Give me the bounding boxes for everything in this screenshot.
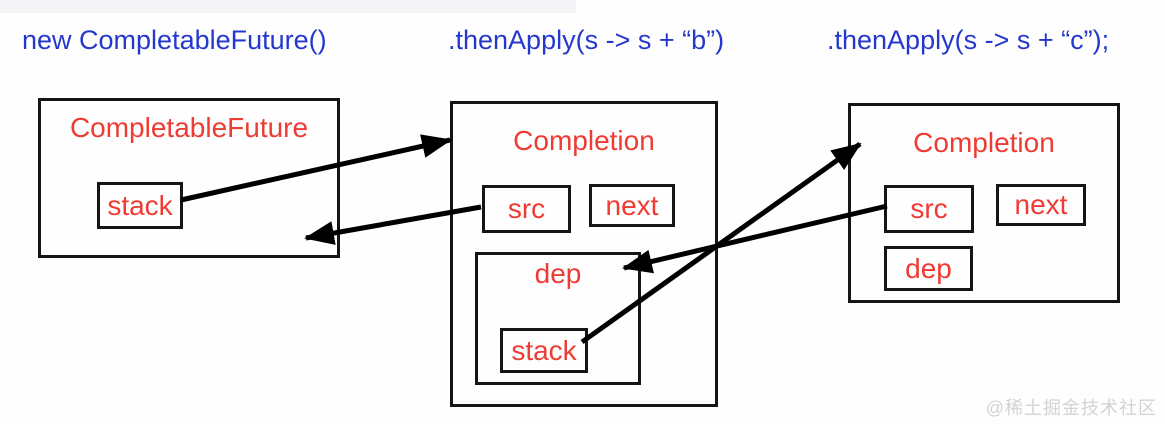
completion1-dep-box: dep stack	[475, 252, 641, 385]
completion1-title: Completion	[513, 125, 655, 156]
completion1-dep-stack-field: stack	[500, 328, 588, 373]
completion2-dep-field: dep	[884, 246, 973, 291]
completion2-box: Completion src next dep	[848, 103, 1120, 303]
code-label-new-completablefuture: new CompletableFuture()	[22, 25, 327, 55]
completablefuture-stack-field: stack	[97, 182, 183, 229]
code-label-thenapply-c: .thenApply(s -> s + “c”);	[827, 25, 1110, 55]
top-light-band	[0, 0, 576, 13]
completion2-title: Completion	[913, 127, 1055, 158]
watermark-text: @稀土掘金技术社区	[985, 398, 1157, 418]
completion2-next-field: next	[996, 184, 1086, 226]
completion2-src-field: src	[884, 185, 974, 233]
completion1-src-field: src	[482, 185, 571, 233]
code-label-thenapply-b: .thenApply(s -> s + “b”)	[448, 25, 725, 55]
completablefuture-box: CompletableFuture stack	[38, 98, 340, 258]
completion1-next-field: next	[589, 184, 675, 227]
completion1-dep-title: dep	[534, 258, 582, 289]
completablefuture-title: CompletableFuture	[69, 112, 309, 143]
completion1-box: Completion src next dep stack	[450, 101, 718, 407]
